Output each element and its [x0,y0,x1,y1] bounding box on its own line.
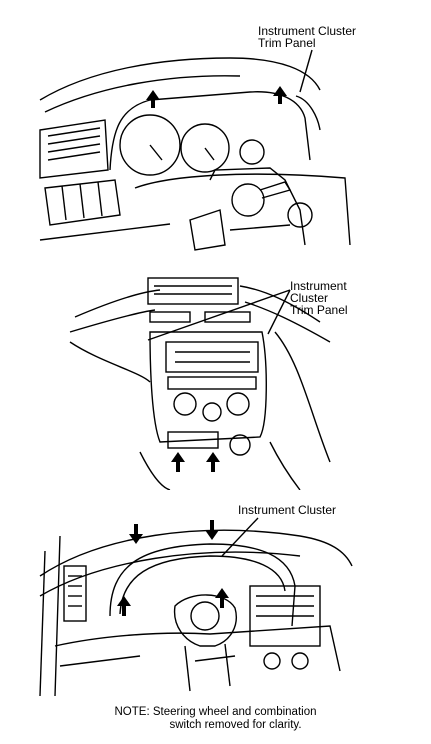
callout-line: Instrument [290,279,347,293]
note-line-1: NOTE: Steering wheel and combination [114,706,317,718]
note-line-2: switch removed for clarity. [169,719,302,731]
panel-instrument-cluster: Instrument Cluster [0,496,431,702]
arrow-down-icon [129,520,219,544]
panel-cluster-trim-top: Instrument Cluster Trim Panel [0,0,431,260]
dashboard-illustration-3 [39,517,353,697]
callout-line: Trim Panel [290,303,348,317]
callout-cluster-trim-panel: Instrument Cluster Trim Panel [258,25,356,49]
callout-instrument-cluster-trim-panel: Instrument Cluster Trim Panel [290,280,348,316]
callout-instrument-cluster: Instrument Cluster [238,504,336,516]
arrow-up-icon [171,452,220,472]
callout-line: Instrument Cluster [258,24,357,38]
dashboard-illustration-2 [69,277,331,490]
panel-center-stack: Instrument Cluster Trim Panel [0,262,431,490]
figure-note: NOTE: Steering wheel and combination swi… [0,706,431,732]
callout-line: Cluster [290,291,329,305]
callout-line: Trim Panel [258,36,316,50]
arrow-up-icon [117,588,229,616]
callout-line: Instrument Cluster [238,503,337,517]
arrow-up-icon [146,86,287,108]
dashboard-illustration-1 [39,49,351,251]
